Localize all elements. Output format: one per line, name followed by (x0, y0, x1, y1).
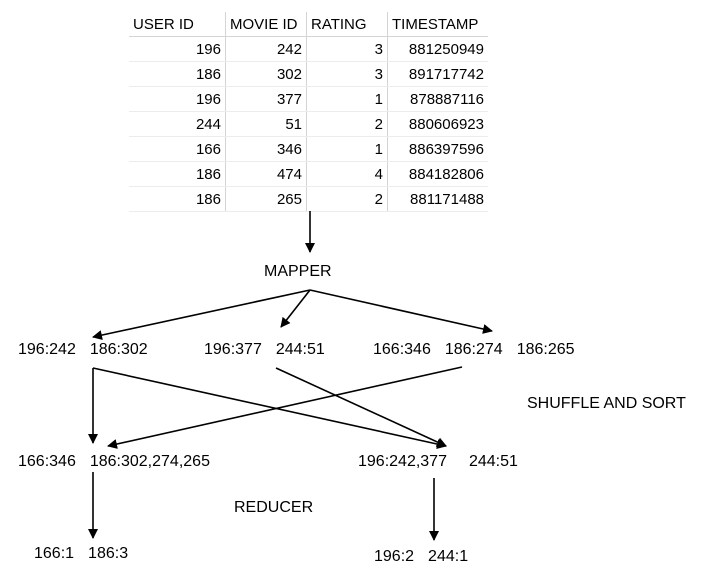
header-timestamp: TIMESTAMP (387, 12, 488, 37)
cell-user-id: 244 (129, 111, 226, 137)
header-rating: RATING (306, 12, 388, 37)
reducer-label: REDUCER (234, 499, 314, 516)
arrow-mapper-to-group-1 (92, 289, 311, 340)
table-row: 244 51 2 880606923 (129, 111, 488, 137)
reducer-output-group: 196:2 244:1 (374, 548, 468, 566)
key-value-pair: 166:346 (18, 453, 76, 470)
shuffle-sort-label: SHUFFLE AND SORT (527, 395, 686, 412)
count-pair: 186:3 (88, 545, 129, 562)
cell-rating: 3 (306, 61, 388, 87)
header-user-id: USER ID (129, 12, 226, 37)
key-value-pair: 244:51 (275, 341, 325, 358)
cell-rating: 4 (306, 161, 388, 187)
arrow-186-274-to-reduce-1 (107, 366, 463, 449)
mapper-output-group: 196:377 244:51 (204, 341, 325, 359)
cell-user-id: 196 (129, 36, 226, 62)
mapper-output-group: 166:346 186:274 186:265 (373, 341, 575, 359)
cell-user-id: 186 (129, 186, 226, 212)
mapper-output-group: 196:242 186:302 (18, 341, 148, 359)
key-value-pair: 186:302 (89, 341, 148, 358)
arrow-196-377-to-reduce-2 (275, 367, 447, 447)
key-value-pair: 196:242 (18, 341, 76, 358)
cell-movie-id: 377 (225, 86, 307, 112)
key-value-pair: 186:265 (516, 341, 575, 358)
table-row: 196 242 3 881250949 (129, 36, 488, 62)
cell-movie-id: 302 (225, 61, 307, 87)
cell-rating: 2 (306, 186, 388, 212)
key-value-pair: 244:51 (468, 453, 518, 470)
cell-rating: 3 (306, 36, 388, 62)
cell-movie-id: 51 (225, 111, 307, 137)
table-row: 186 474 4 884182806 (129, 161, 488, 187)
cell-rating: 1 (306, 136, 388, 162)
cell-timestamp: 881171488 (387, 186, 488, 212)
table-header-row: USER ID MOVIE ID RATING TIMESTAMP (129, 12, 488, 37)
cell-rating: 1 (306, 86, 388, 112)
cell-movie-id: 265 (225, 186, 307, 212)
table-row: 186 302 3 891717742 (129, 61, 488, 87)
key-value-pair: 196:242,377 (358, 453, 447, 470)
cell-user-id: 186 (129, 61, 226, 87)
cell-movie-id: 242 (225, 36, 307, 62)
arrow-mapper-to-group-3 (309, 289, 493, 334)
table-row: 186 265 2 881171488 (129, 186, 488, 212)
key-value-pair: 186:274 (444, 341, 503, 358)
key-value-pair: 196:377 (204, 341, 262, 358)
cell-timestamp: 878887116 (387, 86, 488, 112)
count-pair: 166:1 (34, 545, 75, 562)
cell-user-id: 186 (129, 161, 226, 187)
cell-rating: 2 (306, 111, 388, 137)
key-value-pair: 186:302,274,265 (89, 453, 210, 470)
table-row: 166 346 1 886397596 (129, 136, 488, 162)
cell-user-id: 166 (129, 136, 226, 162)
count-pair: 196:2 (374, 548, 415, 565)
cell-movie-id: 346 (225, 136, 307, 162)
cell-timestamp: 884182806 (387, 161, 488, 187)
cell-timestamp: 880606923 (387, 111, 488, 137)
reducer-output-group: 166:1 186:3 (34, 545, 128, 563)
reducer-input-group: 196:242,377 244:51 (358, 453, 518, 471)
reducer-input-group: 166:346 186:302,274,265 (18, 453, 210, 471)
table-row: 196 377 1 878887116 (129, 86, 488, 112)
cell-timestamp: 881250949 (387, 36, 488, 62)
cell-timestamp: 886397596 (387, 136, 488, 162)
cell-movie-id: 474 (225, 161, 307, 187)
mapper-label: MAPPER (264, 263, 332, 280)
ratings-table: USER ID MOVIE ID RATING TIMESTAMP 196 24… (129, 12, 488, 212)
key-value-pair: 166:346 (373, 341, 431, 358)
arrow-mapper-to-group-2 (280, 289, 311, 328)
cell-timestamp: 891717742 (387, 61, 488, 87)
cell-user-id: 196 (129, 86, 226, 112)
arrow-196-242-to-reduce-2 (92, 367, 447, 449)
header-movie-id: MOVIE ID (225, 12, 307, 37)
count-pair: 244:1 (428, 548, 469, 565)
